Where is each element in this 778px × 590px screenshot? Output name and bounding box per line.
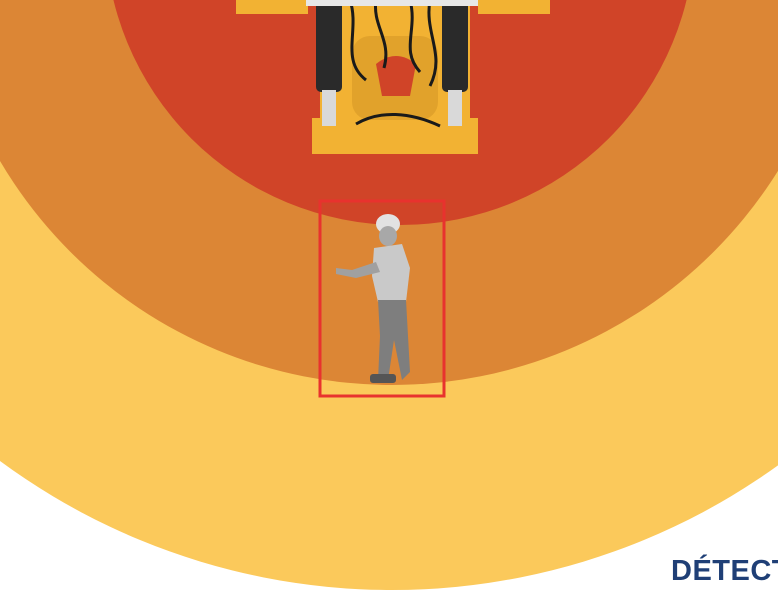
- worker-boots: [370, 374, 396, 383]
- machine-track-right: [478, 0, 550, 14]
- machine-track-left: [236, 0, 308, 14]
- worker-head: [379, 226, 397, 246]
- caption-text: DÉTECTI: [671, 555, 778, 588]
- hydraulic-cylinder-left: [316, 0, 342, 92]
- worker-vest: [372, 244, 410, 302]
- machine-top-edge: [306, 0, 478, 6]
- cylinder-rod-left: [322, 90, 336, 126]
- cylinder-rod-right: [448, 90, 462, 126]
- hydraulic-cylinder-right: [442, 0, 468, 92]
- machine-center-hole: [376, 56, 416, 96]
